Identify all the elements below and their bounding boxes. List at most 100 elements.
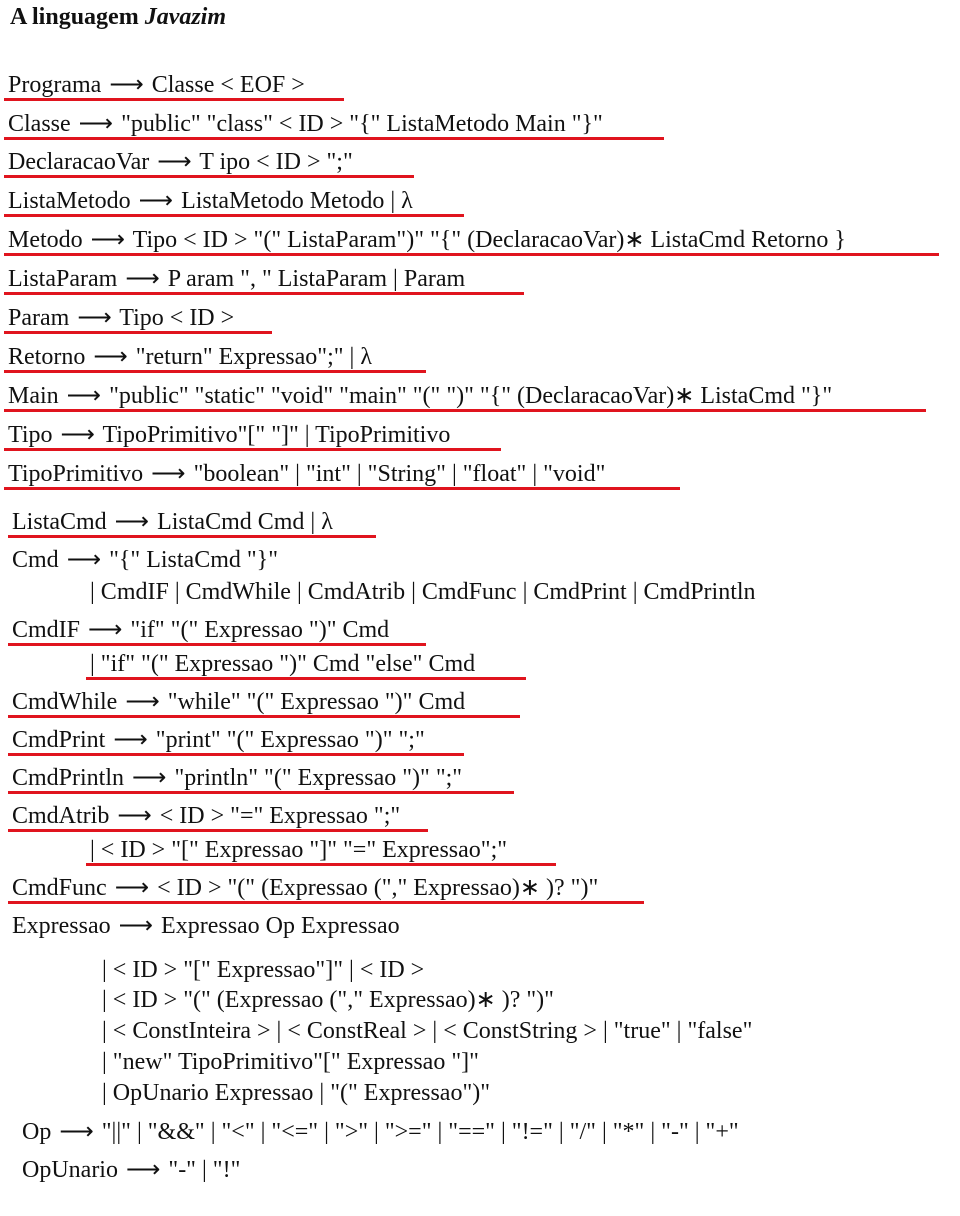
rule-lhs: Cmd [12, 547, 59, 573]
grammar-rule: Cmd ⟶ "{" ListaCmd "}" [12, 548, 278, 572]
rule-rhs: ListaMetodo Metodo | λ [181, 188, 413, 214]
arrow-symbol: ⟶ [93, 344, 128, 370]
rule-lhs: OpUnario [22, 1157, 118, 1183]
grammar-rule: ListaParam ⟶ P aram ", " ListaParam | Pa… [8, 267, 465, 291]
red-underline [4, 487, 680, 490]
rule-alternative: | < ID > "[" Expressao"]" | < ID > [102, 957, 425, 983]
title-prefix: A linguagem [10, 4, 145, 30]
grammar-rule: Tipo ⟶ TipoPrimitivo"[" "]" | TipoPrimit… [8, 423, 450, 447]
rule-alternative: | < ID > "[" Expressao "]" "=" Expressao… [90, 837, 508, 863]
arrow-symbol: ⟶ [125, 266, 160, 292]
grammar-rule: | "new" TipoPrimitivo"[" Expressao "]" [102, 1050, 479, 1074]
red-underline [4, 175, 414, 178]
rule-lhs: CmdPrintln [12, 765, 125, 791]
rule-alternative: | < ID > "(" (Expressao ("," Expressao)∗… [102, 987, 554, 1013]
arrow-symbol: ⟶ [125, 1157, 161, 1183]
rule-lhs: Programa [8, 72, 102, 98]
rule-rhs: TipoPrimitivo"[" "]" | TipoPrimitivo [102, 422, 451, 448]
rule-rhs: "||" | "&&" | "<" | "<=" | ">" | ">=" | … [101, 1119, 739, 1145]
rule-lhs: Expressao [12, 913, 111, 939]
rule-rhs: "print" "(" Expressao ")" ";" [155, 727, 425, 753]
red-underline [4, 448, 501, 451]
rule-lhs: CmdPrint [12, 727, 106, 753]
grammar-rule: CmdWhile ⟶ "while" "(" Expressao ")" Cmd [12, 690, 465, 714]
red-underline [86, 677, 526, 680]
grammar-rule: | < ID > "(" (Expressao ("," Expressao)∗… [102, 988, 554, 1012]
arrow-symbol: ⟶ [138, 188, 174, 214]
rule-lhs: Op [22, 1119, 52, 1145]
arrow-symbol: ⟶ [118, 913, 154, 939]
rule-rhs: "boolean" | "int" | "String" | "float" |… [193, 461, 606, 487]
grammar-rule: | "if" "(" Expressao ")" Cmd "else" Cmd [90, 652, 475, 676]
red-underline [4, 214, 464, 217]
grammar-rule: | < ID > "[" Expressao "]" "=" Expressao… [90, 838, 507, 862]
grammar-rule: DeclaracaoVar ⟶ T ipo < ID > ";" [8, 150, 353, 174]
grammar-rule: Param ⟶ Tipo < ID > [8, 306, 234, 330]
grammar-rule: Classe ⟶ "public" "class" < ID > "{" Lis… [8, 112, 603, 136]
grammar-rule: Expressao ⟶ Expressao Op Expressao [12, 914, 400, 938]
red-underline [8, 715, 520, 718]
arrow-symbol: ⟶ [78, 111, 114, 137]
arrow-symbol: ⟶ [77, 305, 112, 331]
rule-lhs: CmdAtrib [12, 803, 110, 829]
arrow-symbol: ⟶ [109, 72, 144, 98]
red-underline [8, 535, 376, 538]
rule-lhs: Metodo [8, 227, 83, 253]
rule-rhs: "while" "(" Expressao ")" Cmd [167, 689, 466, 715]
arrow-symbol: ⟶ [66, 383, 102, 409]
arrow-symbol: ⟶ [88, 617, 123, 643]
rule-alternative: | < ConstInteira > | < ConstReal > | < C… [102, 1018, 753, 1044]
rule-rhs: < ID > "=" Expressao ";" [159, 803, 401, 829]
grammar-rule: Metodo ⟶ Tipo < ID > "(" ListaParam")" "… [8, 228, 846, 252]
rule-rhs: "return" Expressao";" | λ [135, 344, 372, 370]
rule-rhs: "-" | "!" [168, 1157, 241, 1183]
red-underline [4, 409, 926, 412]
rule-lhs: ListaParam [8, 266, 118, 292]
grammar-rule: Retorno ⟶ "return" Expressao";" | λ [8, 345, 372, 369]
grammar-rule: CmdPrint ⟶ "print" "(" Expressao ")" ";" [12, 728, 425, 752]
grammar-rule: TipoPrimitivo ⟶ "boolean" | "int" | "Str… [8, 462, 605, 486]
rule-rhs: "public" "class" < ID > "{" ListaMetodo … [121, 111, 603, 137]
rule-alternative: | CmdIF | CmdWhile | CmdAtrib | CmdFunc … [90, 579, 756, 605]
rule-rhs: "{" ListaCmd "}" [109, 547, 278, 573]
rule-lhs: Classe [8, 111, 71, 137]
grammar-rule: | CmdIF | CmdWhile | CmdAtrib | CmdFunc … [90, 580, 756, 604]
title-language-name: Javazim [144, 4, 227, 30]
red-underline [8, 791, 514, 794]
rule-lhs: Tipo [8, 422, 53, 448]
rule-rhs: Tipo < ID > [119, 305, 235, 331]
rule-lhs: ListaMetodo [8, 188, 131, 214]
rule-rhs: "if" "(" Expressao ")" Cmd [130, 617, 390, 643]
rule-alternative: | "if" "(" Expressao ")" Cmd "else" Cmd [90, 651, 476, 677]
red-underline [8, 901, 644, 904]
rule-lhs: Retorno [8, 344, 86, 370]
grammar-rule: ListaMetodo ⟶ ListaMetodo Metodo | λ [8, 189, 413, 213]
red-underline [4, 331, 272, 334]
rule-alternative: | OpUnario Expressao | "(" Expressao")" [102, 1080, 491, 1106]
grammar-rule: CmdIF ⟶ "if" "(" Expressao ")" Cmd [12, 618, 389, 642]
rule-alternative: | "new" TipoPrimitivo"[" Expressao "]" [102, 1049, 479, 1075]
rule-rhs: "public" "static" "void" "main" "(" ")" … [109, 383, 833, 409]
rule-lhs: CmdWhile [12, 689, 118, 715]
arrow-symbol: ⟶ [60, 422, 95, 448]
grammar-rule: Op ⟶ "||" | "&&" | "<" | "<=" | ">" | ">… [22, 1120, 739, 1144]
grammar-rule: | < ID > "[" Expressao"]" | < ID > [102, 958, 424, 982]
rule-lhs: TipoPrimitivo [8, 461, 144, 487]
grammar-rule: | < ConstInteira > | < ConstReal > | < C… [102, 1019, 752, 1043]
arrow-symbol: ⟶ [59, 1119, 94, 1145]
rule-rhs: Expressao Op Expressao [161, 913, 400, 939]
red-underline [4, 137, 664, 140]
red-underline [4, 98, 344, 101]
red-underline [8, 643, 426, 646]
rule-lhs: DeclaracaoVar [8, 149, 150, 175]
arrow-symbol: ⟶ [157, 149, 192, 175]
rule-rhs: < ID > "(" (Expressao ("," Expressao)∗ )… [157, 875, 599, 901]
arrow-symbol: ⟶ [114, 509, 150, 535]
grammar-rule: | OpUnario Expressao | "(" Expressao")" [102, 1081, 490, 1105]
page-title: A linguagem Javazim [10, 4, 226, 31]
arrow-symbol: ⟶ [117, 803, 152, 829]
rule-rhs: P aram ", " ListaParam | Param [167, 266, 466, 292]
arrow-symbol: ⟶ [132, 765, 167, 791]
rule-rhs: T ipo < ID > ";" [199, 149, 353, 175]
red-underline [4, 292, 524, 295]
